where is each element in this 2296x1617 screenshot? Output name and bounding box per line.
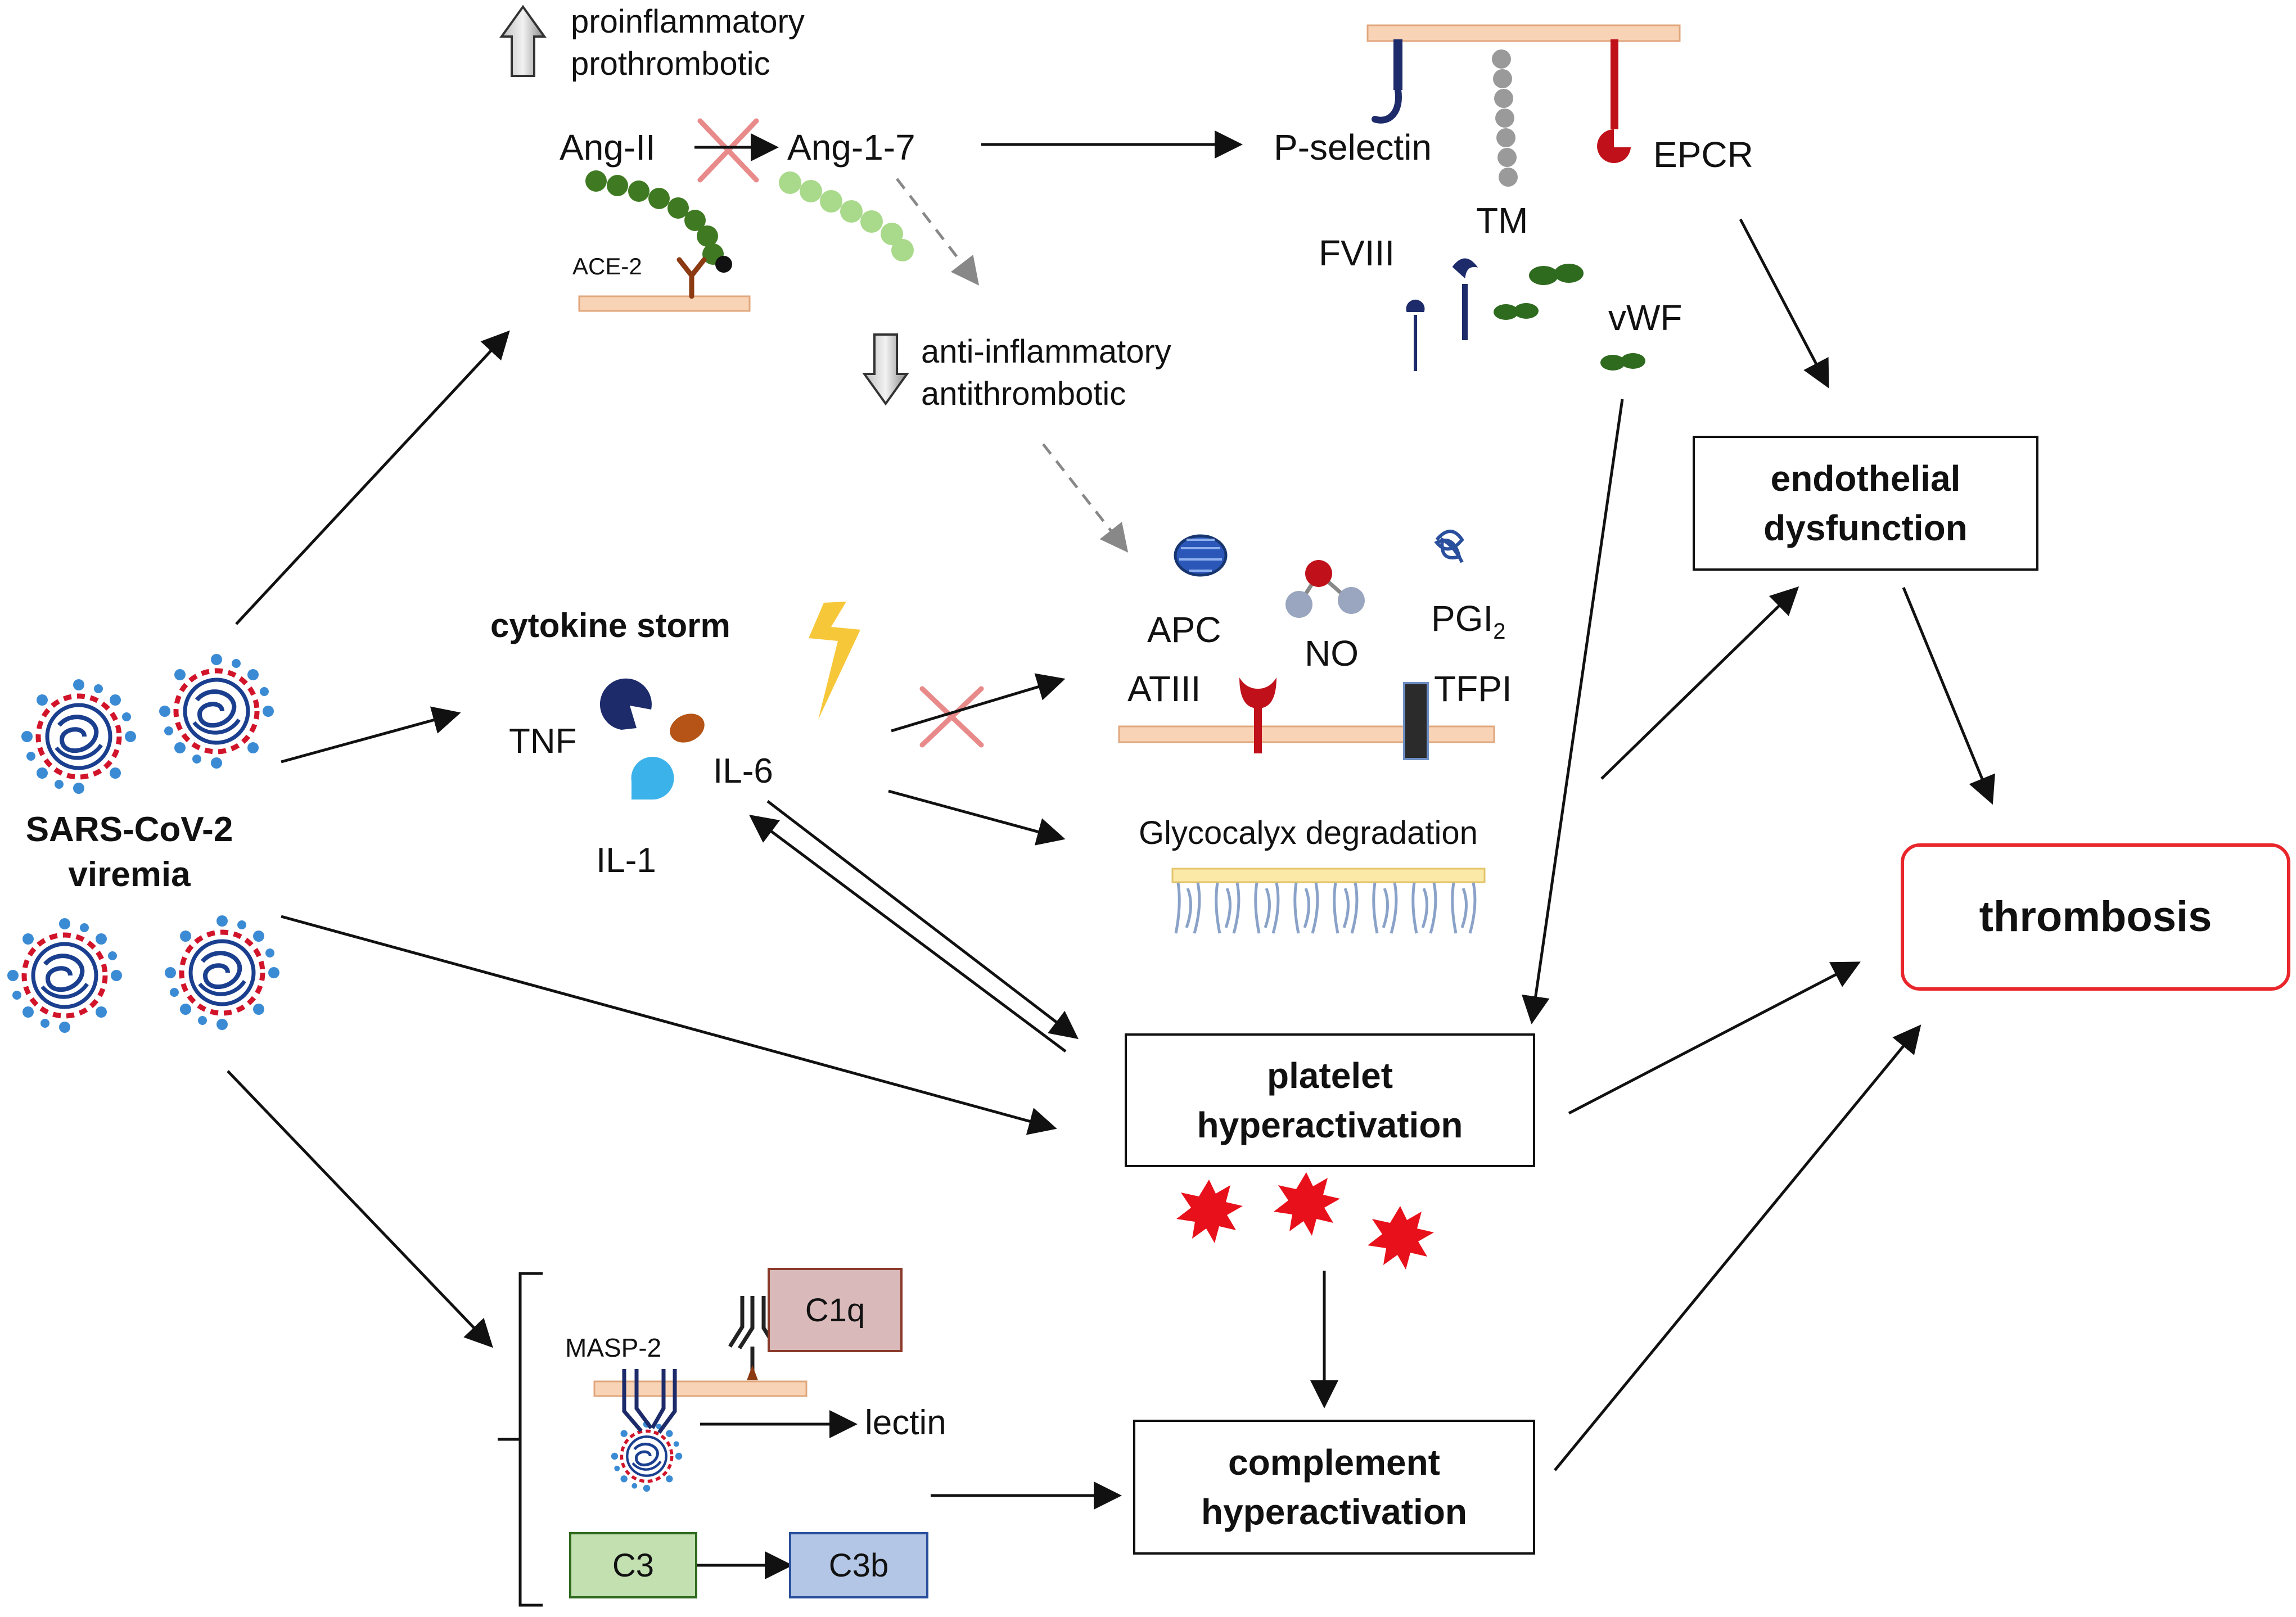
prothrombotic-label: prothrombotic — [571, 46, 770, 82]
apc-label: APC — [1147, 609, 1221, 650]
arrow-viremia-to-complement — [227, 1070, 493, 1348]
platelet-icon-2 — [1274, 1172, 1340, 1236]
arrow-viremia-to-platelet — [281, 915, 1057, 1135]
pgi2-subscript: 2 — [1493, 618, 1506, 644]
membrane-lectin — [593, 1380, 808, 1397]
ace2-peptide-chain — [585, 170, 724, 265]
tm-label: TM — [1476, 200, 1528, 241]
ace2-receptor-icon — [676, 256, 732, 299]
virus-icon-2 — [159, 654, 274, 769]
viremia-label: viremia — [68, 855, 191, 894]
virus-icon-4 — [165, 915, 279, 1030]
no-label: NO — [1305, 633, 1359, 674]
masp2-antibody-icon — [622, 1369, 677, 1434]
arrow-viremia-to-ace2 — [235, 330, 510, 625]
atiii-label: ATIII — [1127, 669, 1201, 709]
fviii-icon — [1406, 258, 1478, 371]
membrane-ace2 — [578, 295, 751, 312]
ang17-label: Ang-1-7 — [787, 127, 915, 168]
atiii-icon — [1239, 677, 1276, 753]
endothelial-dysfunction-text: endothelial dysfunction — [1763, 458, 1968, 548]
membrane-top-right — [1366, 24, 1681, 42]
proinflammatory-label: proinflammatory — [571, 3, 805, 40]
inhibition-x-icon — [697, 118, 759, 183]
arrow-il6-to-platelet — [766, 800, 1079, 1040]
thrombosis-box: thrombosis — [1901, 843, 2290, 991]
ace2-label: ACE-2 — [572, 253, 642, 279]
epcr-label: EPCR — [1653, 134, 1753, 175]
arrow-cytokine-to-glycocalyx — [888, 789, 1066, 846]
no-molecule-icon — [1285, 560, 1365, 618]
glycocalyx-label: Glycocalyx degradation — [1139, 815, 1478, 851]
virus-icon-lectin — [611, 1421, 682, 1492]
tfpi-icon — [1403, 682, 1429, 760]
thrombomodulin-icon — [1492, 49, 1518, 187]
c1q-triangle-icon — [747, 1365, 758, 1380]
tnf-icon — [599, 678, 652, 730]
pgi2-icon — [1434, 530, 1464, 563]
platelet-icon-1 — [1176, 1180, 1243, 1243]
lightning-icon — [809, 602, 860, 720]
arrow-endothelial-to-thrombosis — [1902, 587, 1995, 805]
antithrombotic-label: antithrombotic — [921, 376, 1126, 412]
membrane-anticoagulant — [1118, 725, 1495, 743]
arrow-epcr-to-endothelial — [1739, 218, 1829, 389]
il1-label: IL-1 — [596, 841, 656, 880]
epcr-icon — [1597, 39, 1631, 163]
tnf-label: TNF — [509, 722, 577, 761]
dashed-arrow-ang17-antiinflammatory — [896, 178, 980, 286]
il6-icon — [670, 713, 705, 743]
c1q-box: C1q — [768, 1268, 903, 1352]
thrombosis-text: thrombosis — [1979, 893, 2212, 941]
ang2-label: Ang-II — [560, 127, 656, 168]
platelet-hyperactivation-text: platelet hyperactivation — [1197, 1055, 1463, 1145]
complement-hyperactivation-text: complement hyperactivation — [1201, 1442, 1468, 1532]
endothelial-dysfunction-box: endothelial dysfunction — [1693, 436, 2038, 571]
arrow-cytokine-to-anticoagulants — [891, 673, 1066, 733]
complement-hyperactivation-box: complement hyperactivation — [1133, 1420, 1535, 1555]
lectin-label: lectin — [865, 1403, 946, 1442]
apc-icon — [1174, 534, 1228, 577]
p-selectin-icon — [1372, 39, 1402, 124]
arrow-platelet-to-thrombosis — [1568, 961, 1861, 1115]
p-selectin-label: P-selectin — [1274, 127, 1432, 168]
ang17-peptide-chain — [779, 171, 914, 261]
complement-bracket — [498, 1272, 543, 1607]
c3b-box: C3b — [789, 1532, 928, 1598]
il1-icon — [631, 757, 674, 800]
glycocalyx-illustration — [1171, 868, 1486, 934]
arrow-viremia-to-cytokine — [281, 706, 461, 764]
arrow-vwf-to-platelet — [1522, 399, 1624, 1024]
vwf-label: vWF — [1608, 297, 1682, 338]
sars-cov2-label: SARS-CoV-2 — [25, 810, 233, 849]
inhibition-x-icon-2 — [919, 686, 984, 748]
masp2-label: MASP-2 — [565, 1333, 662, 1362]
arrow-complement-to-thrombosis — [1554, 1024, 1921, 1471]
arrow-glycocalyx-to-endothelial — [1600, 586, 1799, 780]
fviii-label: FVIII — [1319, 233, 1395, 273]
gray-up-arrow-icon — [499, 4, 547, 77]
arrow-platelet-to-il6 — [748, 815, 1067, 1053]
virus-icon-3 — [7, 918, 122, 1033]
pgi2-label: PGI2 — [1431, 598, 1506, 644]
cytokine-storm-label: cytokine storm — [490, 607, 730, 644]
vwf-icon — [1494, 264, 1645, 371]
platelet-hyperactivation-box: platelet hyperactivation — [1125, 1033, 1535, 1167]
il6-label: IL-6 — [713, 752, 773, 791]
anti-inflammatory-label: anti-inflammatory — [921, 333, 1171, 370]
platelet-icon-3 — [1368, 1206, 1434, 1270]
dashed-arrow-to-anticoagulants — [1042, 443, 1129, 553]
gray-down-arrow-icon — [862, 333, 909, 406]
c3-box: C3 — [569, 1532, 697, 1598]
tfpi-label: TFPI — [1434, 669, 1512, 709]
virus-icon-1 — [21, 679, 136, 794]
